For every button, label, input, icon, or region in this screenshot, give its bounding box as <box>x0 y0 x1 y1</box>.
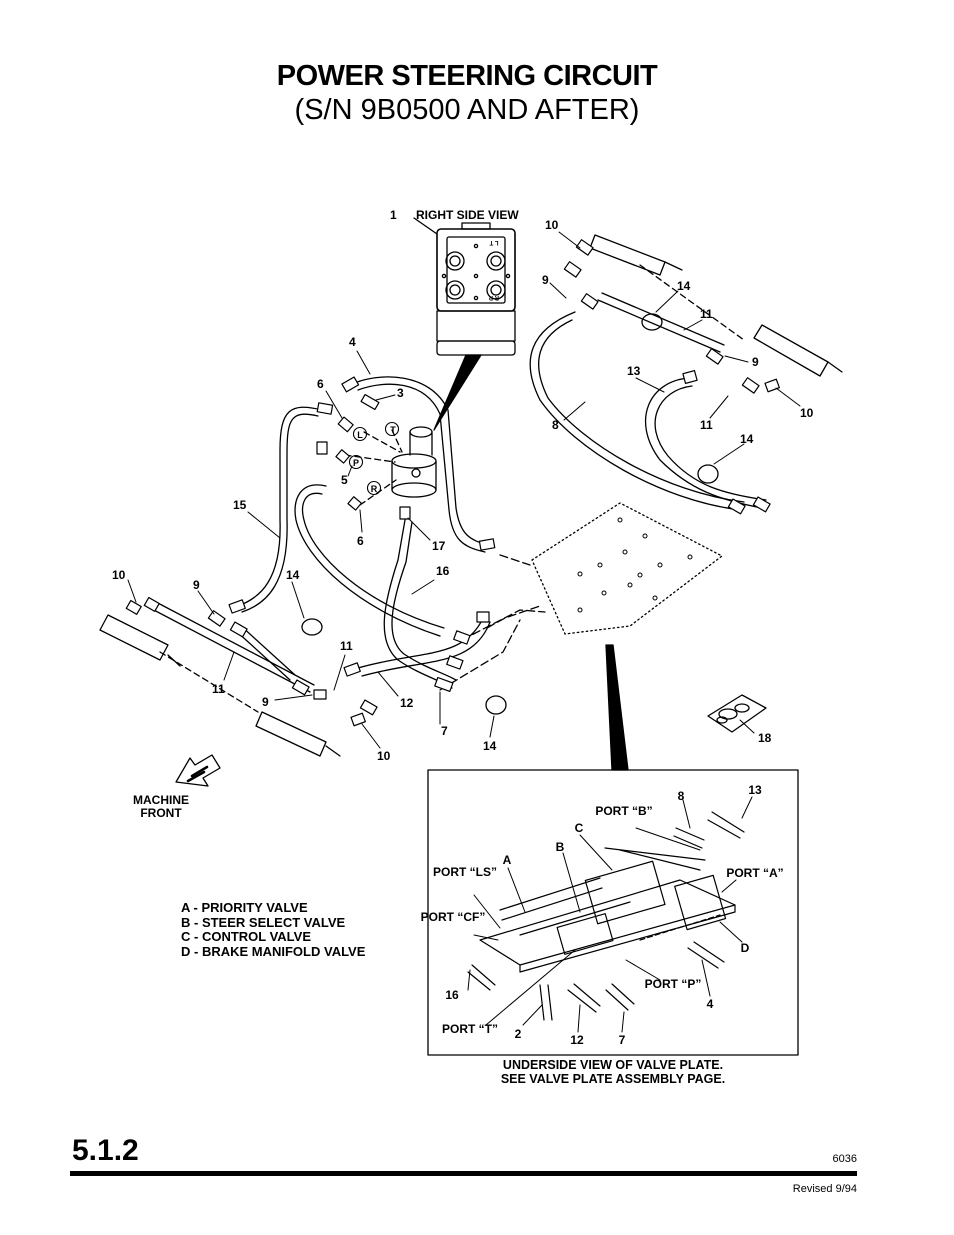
inset-pointer <box>605 644 629 771</box>
callout-11: 11 <box>212 682 225 696</box>
callout-6: 6 <box>357 534 364 548</box>
callout-14: 14 <box>677 279 691 293</box>
callout-11: 11 <box>700 418 713 432</box>
port-letter-p: P <box>353 458 359 468</box>
port-b-label: PORT “B” <box>595 804 652 818</box>
callout-1: 1 <box>390 208 397 222</box>
inset-callout-8: 8 <box>678 789 685 803</box>
callout-5: 5 <box>341 473 348 487</box>
inset-caption: UNDERSIDE VIEW OF VALVE PLATE. SEE VALVE… <box>430 1058 796 1086</box>
valve-legend: A - PRIORITY VALVE B - STEER SELECT VALV… <box>181 900 366 959</box>
callout-12: 12 <box>400 696 414 710</box>
valve-letter-a: A <box>503 853 512 867</box>
hose-clamps <box>301 313 719 715</box>
inset-callout-12: 12 <box>570 1033 584 1047</box>
port-letter-l: L <box>357 430 363 440</box>
revision-date: Revised 9/94 <box>792 1183 857 1195</box>
callout-17: 17 <box>432 539 446 553</box>
seal-kit <box>707 694 767 733</box>
valve-face-bottom: R P <box>489 294 499 300</box>
callout-10: 10 <box>800 406 814 420</box>
inset-callout-13: 13 <box>748 783 762 797</box>
callout-7: 7 <box>441 724 448 738</box>
legend-item-b: B - STEER SELECT VALVE <box>181 914 346 930</box>
callout-10: 10 <box>377 749 391 763</box>
callout-14: 14 <box>740 432 754 446</box>
page-title: POWER STEERING CIRCUIT <box>276 60 658 92</box>
callout-10: 10 <box>545 218 559 232</box>
port-ls-label: PORT “LS” <box>433 865 497 879</box>
valve-plate <box>439 502 723 691</box>
callout-3: 3 <box>397 386 404 400</box>
inset-caption-line-2: SEE VALVE PLATE ASSEMBLY PAGE. <box>500 1072 726 1086</box>
legend-item-c: C - CONTROL VALVE <box>181 929 311 944</box>
callout-11: 11 <box>340 639 353 653</box>
part-callouts: 1 10 9 14 11 9 13 10 11 14 8 4 6 3 5 6 1… <box>112 208 814 763</box>
footer-rule <box>70 1171 857 1176</box>
steering-unit <box>391 426 437 498</box>
fittings <box>125 239 780 727</box>
callout-9: 9 <box>752 355 759 369</box>
port-t-label: PORT “T” <box>442 1022 498 1036</box>
callout-6: 6 <box>317 377 324 391</box>
inset-leaders <box>467 796 753 1033</box>
callout-11: 11 <box>700 307 713 321</box>
legend-item-a: A - PRIORITY VALVE <box>181 900 308 915</box>
steering-valve-side-view <box>413 217 516 356</box>
port-a-label: PORT “A” <box>726 866 783 880</box>
machine-front-arrow-icon <box>175 754 221 787</box>
callout-13: 13 <box>627 364 641 378</box>
port-letter-t: T <box>390 425 396 435</box>
legend-item-d: D - BRAKE MANIFOLD VALVE <box>181 943 366 959</box>
port-p-label: PORT “P” <box>645 977 702 991</box>
valve-letter-b: B <box>556 840 565 854</box>
port-letter-r: R <box>371 484 378 494</box>
figure-number: 6036 <box>832 1153 857 1165</box>
inset-callout-16: 16 <box>445 988 459 1002</box>
inset-caption-line-1: UNDERSIDE VIEW OF VALVE PLATE. <box>502 1058 724 1072</box>
inset-labels: PORT “B” PORT “LS” PORT “A” PORT “CF” PO… <box>421 783 784 1047</box>
inset-frame <box>427 769 799 1056</box>
callout-16: 16 <box>436 564 450 578</box>
section-number: 5.1.2 <box>72 1134 139 1167</box>
valve-letter-c: C <box>575 821 584 835</box>
machine-front-label-2: FRONT <box>140 806 182 820</box>
inset-callout-2: 2 <box>515 1027 522 1041</box>
page-subtitle: (S/N 9B0500 AND AFTER) <box>294 94 640 126</box>
view-pointer <box>433 354 482 431</box>
inset-callout-7: 7 <box>619 1033 626 1047</box>
valve-letter-d: D <box>741 941 750 955</box>
callout-8: 8 <box>552 418 559 432</box>
machine-front-label-1: MACHINE <box>133 793 189 807</box>
inset-callout-4: 4 <box>707 997 714 1011</box>
callout-4: 4 <box>349 335 356 349</box>
callout-9: 9 <box>542 273 549 287</box>
callout-15: 15 <box>233 498 247 512</box>
callout-9: 9 <box>262 695 269 709</box>
steering-cylinders <box>99 234 843 757</box>
callout-14: 14 <box>286 568 300 582</box>
view-label: RIGHT SIDE VIEW <box>416 208 519 222</box>
callout-9: 9 <box>193 578 200 592</box>
callout-10: 10 <box>112 568 126 582</box>
port-markers <box>348 421 400 496</box>
valve-face-top: L T <box>489 239 498 245</box>
hoses <box>149 292 767 693</box>
callout-18: 18 <box>758 731 772 745</box>
callout-leaders <box>127 231 801 749</box>
callout-14: 14 <box>483 739 497 753</box>
port-cf-label: PORT “CF” <box>421 910 486 924</box>
inset-valve-assembly <box>467 811 745 1021</box>
